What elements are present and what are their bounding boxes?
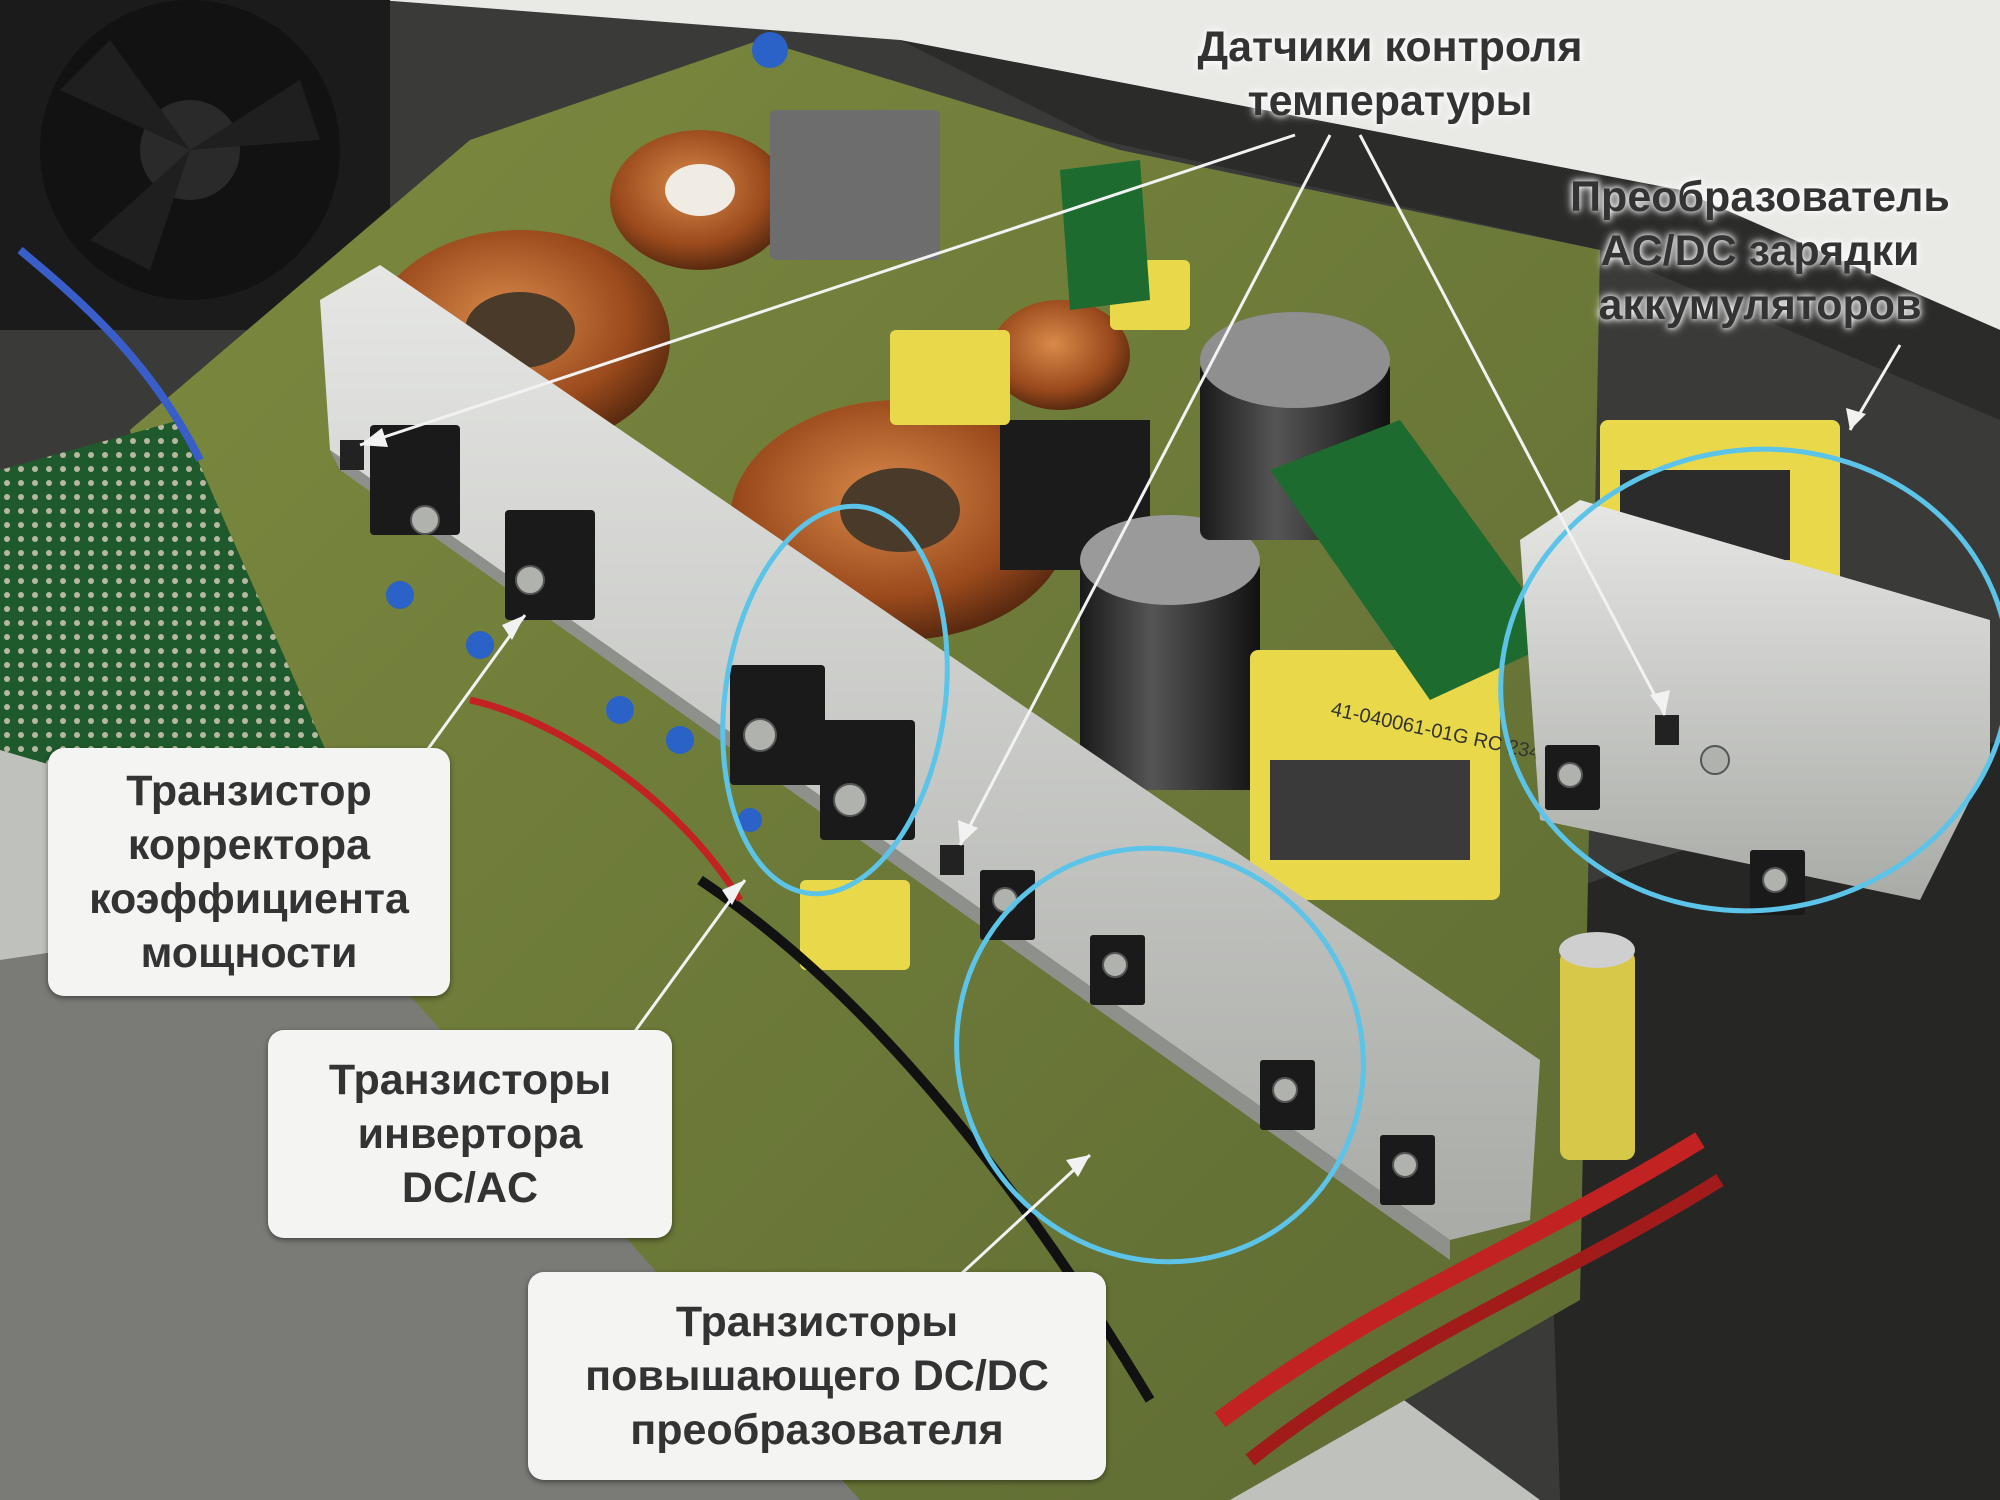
ring-boost [954,845,1366,1265]
arrow-heads [360,408,1866,1177]
toroid-choke-4 [990,300,1130,410]
right-bracket [1540,740,2000,1500]
transistor [370,425,460,535]
aux-transformer-2 [800,880,910,970]
wire-blue [17,246,204,462]
chassis-top-wall [380,0,2000,330]
battery-wire-red [1214,1132,1705,1428]
transistor [820,720,915,840]
ring-charger [1498,446,2000,914]
transistor [730,665,825,785]
transistor [505,510,595,620]
wire-red [469,696,744,902]
main-heatsink [320,265,1540,1240]
film-capacitor [770,110,940,260]
bulk-capacitor-left [1080,515,1260,790]
control-board [0,420,330,800]
ring-inverter [720,503,950,897]
battery-wire-red-2 [1245,1174,1724,1466]
charger-heatsink [1520,500,1990,900]
label-boost-transistors: Транзисторы повышающего DC/DC преобразов… [528,1272,1106,1480]
label-temp-sensors: Датчики контроля температуры [1197,23,1583,125]
electrolytic-capacitor [1560,950,1635,1160]
aux-transformer [890,330,1010,425]
temp-sensor [940,845,964,875]
temp-sensor [1655,715,1679,745]
y-capacitors [386,32,788,832]
leader-lines [359,133,1902,1277]
chassis-back-wall [900,40,2000,420]
label-inverter-transistors: Транзисторы инвертора DC/AC [268,1030,672,1238]
highlight-rings [720,446,2000,1265]
label-charger: Преобразователь AC/DC зарядки аккумулято… [1570,173,1950,329]
relay-subboard [1060,160,1150,310]
driver-subboard [1270,420,1560,700]
label-pfc-transistor: Транзистор корректора коэффициента мощно… [48,748,450,996]
cooling-fan [0,0,390,330]
